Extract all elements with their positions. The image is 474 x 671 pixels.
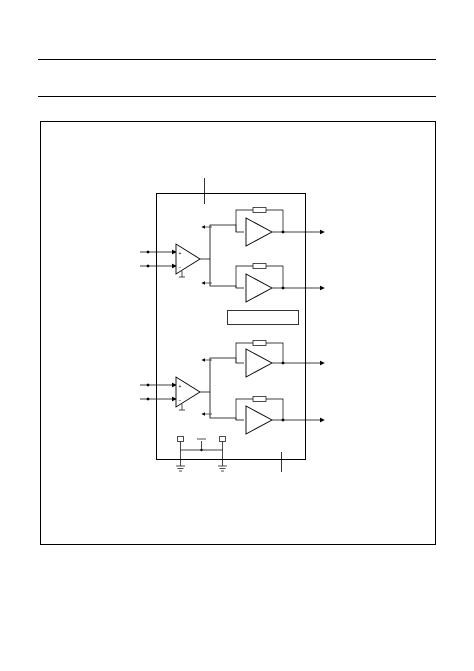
- lower-section: + −: [140, 340, 325, 435]
- feedback-loop: [266, 342, 284, 363]
- buffer-amplifier: [245, 405, 273, 435]
- feedback-resistor: [252, 340, 267, 346]
- input-node: [146, 250, 150, 254]
- output-node: [281, 361, 285, 365]
- input-node: [146, 383, 150, 387]
- signal-path: [200, 224, 244, 260]
- amp-plus-mark: +: [179, 384, 182, 390]
- amp-plus-mark: +: [179, 251, 182, 257]
- feedback-loop: [235, 398, 253, 420]
- upper-section: + −: [140, 207, 325, 303]
- bias-resistor: [219, 436, 226, 442]
- bias-network: [176, 436, 227, 472]
- signal-path: [209, 392, 244, 421]
- feedback-loop: [266, 398, 284, 420]
- bias-node: [200, 448, 203, 452]
- feedback-resistor: [252, 207, 267, 213]
- bias-resistor: [177, 436, 184, 442]
- header-rule-bottom: [38, 96, 436, 97]
- differential-amplifier: [175, 376, 201, 408]
- figure-frame: [40, 121, 436, 545]
- buffer-amplifier: [245, 348, 273, 378]
- ground-symbol: [218, 465, 227, 472]
- signal-path: [209, 259, 244, 289]
- output-node: [281, 418, 285, 422]
- header-rule-top: [38, 59, 436, 60]
- feedback-loop: [235, 265, 253, 288]
- center-label-box: [227, 310, 299, 325]
- feedback-loop: [266, 265, 284, 288]
- output-node: [281, 230, 285, 234]
- ground-symbol: [176, 465, 185, 472]
- amp-minus-mark: −: [179, 265, 182, 271]
- signal-path: [200, 357, 244, 393]
- feedback-loop: [235, 209, 253, 232]
- input-node: [146, 264, 150, 268]
- output-node: [281, 286, 285, 290]
- feedback-resistor: [252, 263, 267, 269]
- ic-outline: [156, 193, 306, 460]
- input-node: [146, 397, 150, 401]
- differential-amplifier: [175, 243, 201, 275]
- feedback-loop: [235, 342, 253, 363]
- feedback-resistor: [252, 396, 267, 402]
- buffer-amplifier: [245, 273, 273, 303]
- feedback-loop: [266, 209, 284, 232]
- amp-minus-mark: −: [179, 398, 182, 404]
- buffer-amplifier: [245, 217, 273, 247]
